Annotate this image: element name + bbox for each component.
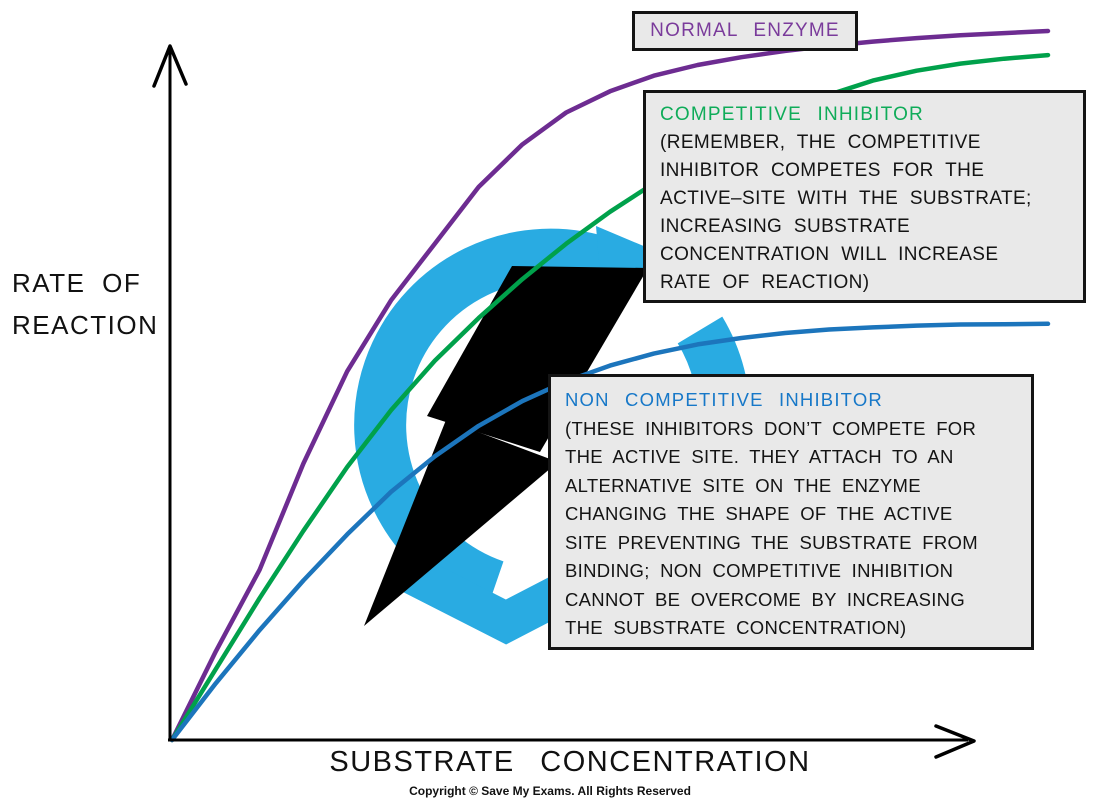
noncompetitive-inhibitor-text-line: THE SUBSTRATE CONCENTRATION)	[565, 617, 907, 638]
y-axis-label-line2: REACTION	[12, 310, 159, 340]
y-axis-label: RATE OF REACTION	[12, 262, 158, 346]
lightning-bolt-icon	[427, 266, 648, 452]
competitive-inhibitor-text-line: RATE OF REACTION)	[660, 272, 870, 293]
curve-noncompetitive	[169, 321, 1051, 743]
competitive-inhibitor-text-line: ACTIVE–SITE WITH THE SUBSTRATE;	[660, 188, 1032, 209]
competitive-inhibitor-text-line: CONCENTRATION WILL INCREASE	[660, 244, 999, 265]
y-axis-arrow-icon	[152, 44, 188, 88]
noncompetitive-inhibitor-title: NON COMPETITIVE INHIBITOR	[565, 389, 883, 410]
y-axis-label-line1: RATE OF	[12, 268, 142, 298]
noncompetitive-inhibitor-text-line: (THESE INHIBITORS DON’T COMPETE FOR	[565, 417, 977, 439]
curve-normal	[169, 28, 1051, 743]
axes-group	[152, 44, 976, 759]
noncompetitive-inhibitor-text-line: THE ACTIVE SITE. THEY ATTACH TO AN	[565, 446, 954, 467]
save-my-exams-logo-watermark	[354, 226, 751, 645]
noncompetitive-inhibitor-text-line: SITE PREVENTING THE SUBSTRATE FROM	[565, 531, 978, 553]
competitive-inhibitor-callout: COMPETITIVE INHIBITOR (REMEMBER, THE COM…	[643, 90, 1086, 303]
noncompetitive-inhibitor-text-line: CANNOT BE OVERCOME BY INCREASING	[565, 588, 966, 610]
noncompetitive-inhibitor-text-line: BINDING; NON COMPETITIVE INHIBITION	[565, 560, 954, 581]
x-axis-arrow-icon	[934, 724, 976, 759]
normal-enzyme-label: NORMAL ENZYME	[650, 20, 840, 41]
copyright-notice: Copyright © Save My Exams. All Rights Re…	[409, 784, 691, 798]
x-axis-label: SUBSTRATE CONCENTRATION	[329, 746, 811, 778]
noncompetitive-inhibitor-callout: NON COMPETITIVE INHIBITOR (THESE INHIBIT…	[548, 374, 1034, 650]
noncompetitive-inhibitor-text-line: ALTERNATIVE SITE ON THE ENZYME	[565, 474, 921, 496]
curve-competitive	[169, 52, 1051, 743]
noncompetitive-inhibitor-text-line: CHANGING THE SHAPE OF THE ACTIVE	[565, 503, 953, 524]
curves-group	[169, 28, 1051, 743]
lightning-bolt-tail-icon	[364, 420, 558, 626]
competitive-inhibitor-text-line: INCREASING SUBSTRATE	[660, 216, 911, 237]
competitive-inhibitor-text-line: INHIBITOR COMPETES FOR THE	[660, 160, 985, 181]
competitive-inhibitor-text-line: (REMEMBER, THE COMPETITIVE	[660, 132, 981, 153]
competitive-inhibitor-title: COMPETITIVE INHIBITOR	[660, 104, 924, 125]
normal-enzyme-label-box: NORMAL ENZYME	[632, 11, 858, 51]
